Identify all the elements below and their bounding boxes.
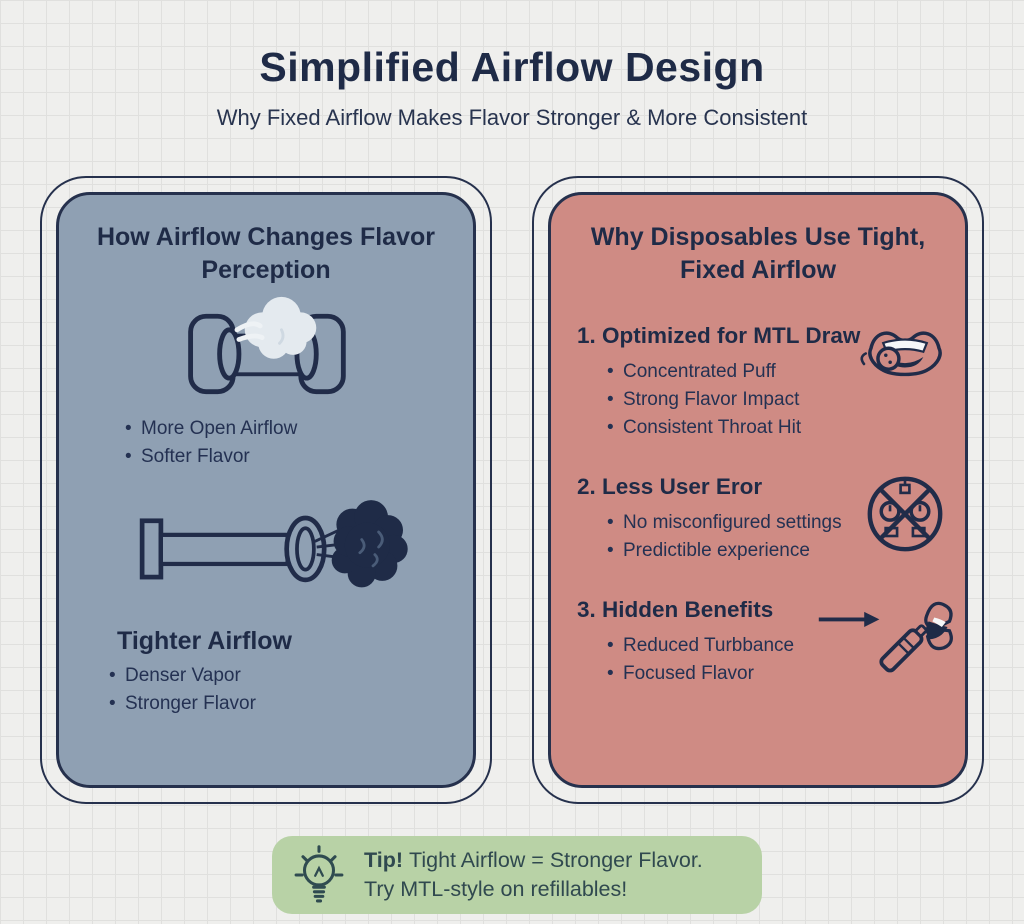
section-title: 3. Hidden Benefits: [577, 597, 951, 623]
bullet-item: Reduced Turbbance: [605, 632, 951, 660]
tight-airflow-heading: Tighter Airflow: [117, 627, 292, 655]
section-bullets: Concentrated Puff Strong Flavor Impact C…: [577, 358, 951, 442]
section-label: Hidden Benefits: [602, 597, 774, 622]
bullet-item: No misconfigured settings: [605, 509, 951, 537]
tip-text: Tip!Tight Airflow = Stronger Flavor. Try…: [364, 846, 703, 904]
mouth-inhale-icon: [860, 331, 942, 377]
bullet-item: Consistent Throat Hit: [605, 414, 951, 442]
bullet-item: More Open Airflow: [123, 415, 473, 443]
bullet-item: Strong Flavor Impact: [605, 386, 951, 414]
bullet-item: Stronger Flavor: [107, 690, 473, 718]
device-to-mouth-icon: [818, 601, 953, 673]
light-vapor-cloud: [244, 296, 317, 359]
page-subtitle: Why Fixed Airflow Makes Flavor Stronger …: [216, 105, 808, 130]
right-card: Why Disposables Use Tight, Fixed Airflow…: [532, 176, 984, 804]
section-less-user-error: 2. Less User Eror No misconfigured setti…: [551, 474, 965, 565]
right-panel-sections: 1. Optimized for MTL Draw Concentrated P…: [551, 323, 965, 688]
page-title: Simplified Airflow Design: [259, 44, 765, 90]
lightbulb-icon: [294, 845, 344, 903]
open-airflow-bullets: More Open Airflow Softer Flavor: [123, 415, 473, 471]
bullet-item: Concentrated Puff: [605, 358, 951, 386]
section-bullets: Reduced Turbbance Focused Flavor: [577, 632, 951, 688]
section-title: 1. Optimized for MTL Draw: [577, 323, 951, 349]
section-bullets: No misconfigured settings Predictible ex…: [577, 509, 951, 565]
dense-vapor-cloud: [331, 500, 408, 588]
section-number: 2.: [577, 474, 596, 499]
section-number: 3.: [577, 597, 596, 622]
left-card: How Airflow Changes Flavor Perception: [40, 176, 492, 804]
bullet-item: Focused Flavor: [605, 660, 951, 688]
section-label: Optimized for MTL Draw: [602, 323, 861, 348]
open-airflow-tube-illustration: [188, 296, 346, 395]
bullet-item: Denser Vapor: [107, 662, 473, 690]
tip-line-1: Tip!Tight Airflow = Stronger Flavor.: [364, 848, 703, 872]
no-settings-icon: [867, 476, 943, 552]
bullet-item: Softer Flavor: [123, 443, 473, 471]
section-hidden-benefits: 3. Hidden Benefits Reduced Turbbance Foc…: [551, 597, 965, 688]
tip-box: Tip!Tight Airflow = Stronger Flavor. Try…: [272, 836, 762, 914]
section-number: 1.: [577, 323, 596, 348]
tip-label: Tip!: [364, 848, 404, 872]
section-label: Less User Eror: [602, 474, 763, 499]
left-panel: How Airflow Changes Flavor Perception: [56, 192, 476, 788]
section-title: 2. Less User Eror: [577, 474, 951, 500]
tip-line-2: Try MTL-style on refillables!: [364, 877, 628, 901]
bullet-item: Predictible experience: [605, 537, 951, 565]
right-panel-heading: Why Disposables Use Tight, Fixed Airflow: [590, 223, 926, 284]
left-panel-heading: How Airflow Changes Flavor Perception: [96, 223, 435, 284]
tight-airflow-tube-illustration: [139, 500, 408, 588]
right-panel: Why Disposables Use Tight, Fixed Airflow…: [548, 192, 968, 788]
section-mtl-draw: 1. Optimized for MTL Draw Concentrated P…: [551, 323, 965, 442]
tight-airflow-bullets: Denser Vapor Stronger Flavor: [107, 662, 473, 718]
